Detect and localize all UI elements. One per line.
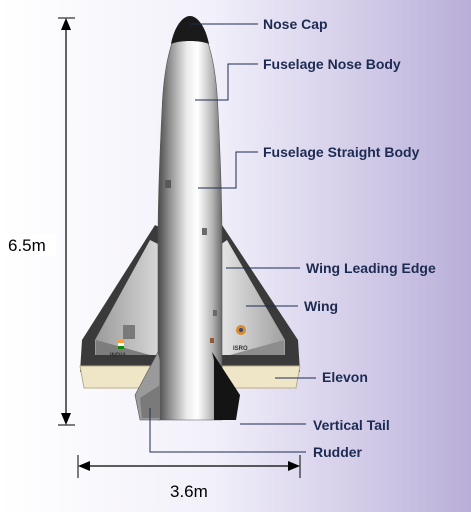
india-label: INDIA [110, 353, 127, 359]
left-wing [80, 225, 165, 372]
callout-lines [149, 23, 316, 453]
body-detail [210, 338, 214, 343]
label-vertical-tail: Vertical Tail [313, 417, 390, 433]
width-dimension [77, 455, 301, 478]
label-fuselage-nose-body: Fuselage Nose Body [263, 56, 401, 72]
nose-cap [171, 16, 209, 44]
label-nose-cap: Nose Cap [263, 16, 328, 32]
body-detail [213, 310, 217, 316]
rudder-leader [149, 408, 306, 453]
fuselage-nose-body-leader [195, 63, 258, 101]
body-detail [202, 228, 207, 235]
height-dimension [4, 17, 75, 426]
fuselage [157, 19, 223, 421]
isro-emblem [236, 325, 246, 335]
height-label: 6.5m [8, 236, 46, 255]
left-rudder [140, 385, 160, 418]
width-label: 3.6m [170, 482, 208, 501]
label-wing: Wing [304, 298, 338, 314]
fuselage-straight-body-leader [198, 151, 258, 189]
india-emblem [118, 325, 135, 349]
isro-label: ISRO [233, 346, 248, 352]
body-detail [165, 180, 171, 188]
label-rudder: Rudder [313, 444, 363, 460]
label-fuselage-straight-body: Fuselage Straight Body [263, 144, 420, 160]
label-wing-leading-edge: Wing Leading Edge [306, 260, 436, 276]
right-wing [215, 225, 300, 372]
right-vertical-tail [212, 352, 240, 420]
label-elevon: Elevon [322, 369, 368, 385]
